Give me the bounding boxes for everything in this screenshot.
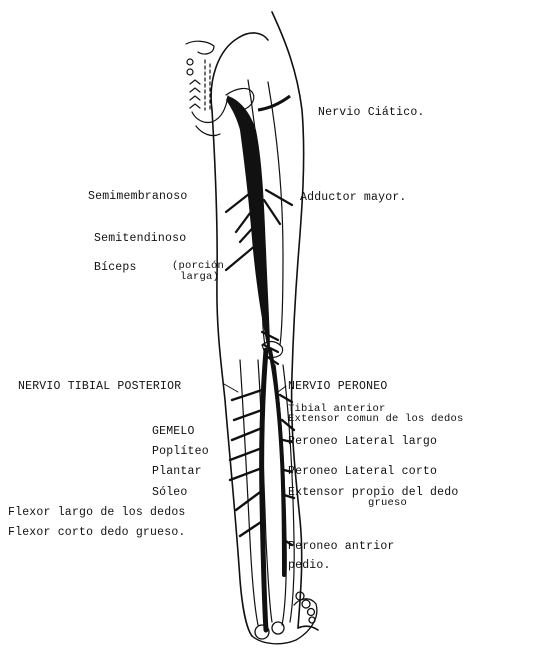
label-peroneo-lateral-corto: Peroneo Lateral corto [288,466,437,478]
label-grueso: grueso [368,498,407,508]
label-popliteo: Poplíteo [152,446,209,458]
sciatic-nerve-trunk [226,96,270,350]
label-peroneo-anterior: Peroneo antrior [288,541,395,553]
peroneal-nerve [270,350,284,575]
label-nervio-tibial-posterior: NERVIO TIBIAL POSTERIOR [18,381,181,393]
upper-branch [258,96,290,110]
label-pedio: pedio. [288,560,331,572]
label-peroneo-lateral-largo: Peroneo Lateral largo [288,436,437,448]
label-soleo: Sóleo [152,487,188,499]
label-adductor-mayor: Adductor mayor. [300,192,407,204]
label-semitendinoso: Semitendinoso [94,233,186,245]
label-flexor-corto: Flexor corto dedo grueso. [8,527,186,539]
label-porcion: (porción [172,261,224,271]
label-gemelo: GEMELO [152,426,195,438]
label-nervio-peroneo: NERVIO PERONEO [288,381,387,393]
label-biceps: Bíceps [94,262,137,274]
label-extensor-comun: Extensor comun de los dedos [288,414,464,424]
label-flexor-largo: Flexor largo de los dedos [8,507,186,519]
label-nervio-ciatico: Nervio Ciático. [318,107,425,119]
label-semimembranoso: Semimembranoso [88,191,187,203]
label-plantar: Plantar [152,466,202,478]
foot [252,592,317,644]
label-larga: larga) [180,272,219,282]
